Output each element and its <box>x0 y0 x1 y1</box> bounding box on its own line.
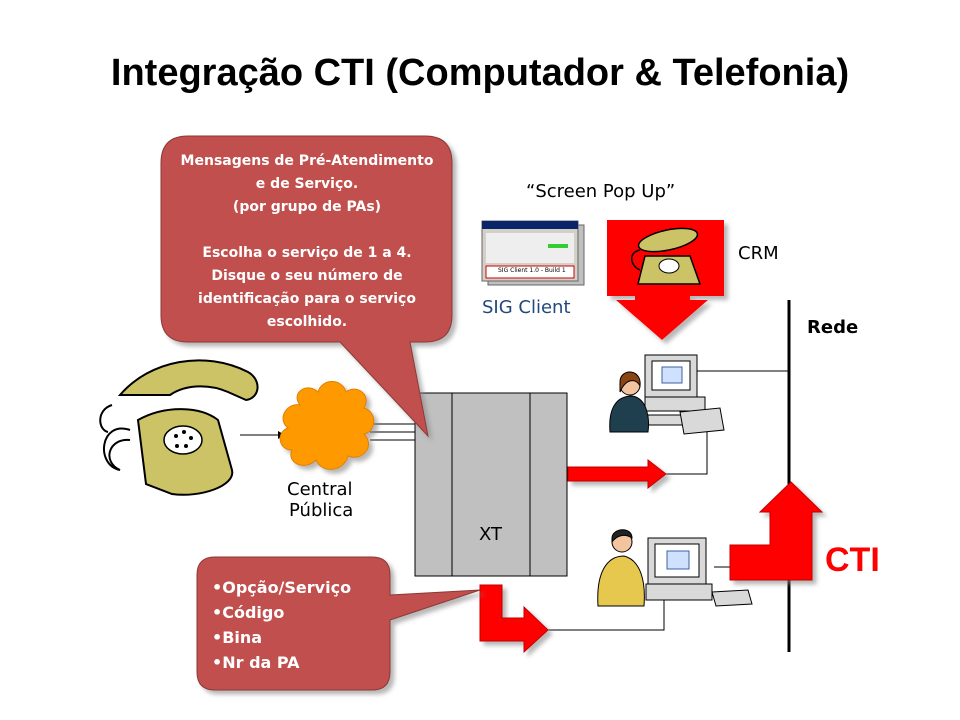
central-label-line2: Pública <box>289 500 354 521</box>
callout-line: Mensagens de Pré-Atendimento <box>180 153 434 169</box>
callout-line <box>168 219 446 242</box>
list-item: •Bina <box>212 628 263 647</box>
bottom-callout-list: •Opção/Serviço •Código •Bina •Nr da PA <box>212 575 382 675</box>
callout-line: identificação para o serviço <box>198 291 416 307</box>
callout-line: escolhido. <box>266 314 348 330</box>
callout-line: (por grupo de PAs) <box>232 199 382 215</box>
xt-label: XT <box>479 524 503 545</box>
cti-arrow-icon <box>729 481 824 581</box>
top-callout-text: Mensagens de Pré-Atendimento e de Serviç… <box>168 150 446 334</box>
arrow-to-upper-agent-icon <box>567 458 667 490</box>
connector-line <box>548 596 665 631</box>
callout-line: Disque o seu número de <box>211 268 403 284</box>
cloud-icon <box>279 381 375 470</box>
bottom-callout-balloon <box>196 556 481 691</box>
sig-window-banner: SIG Client 1.0 - Build 1 <box>498 267 566 274</box>
slide-title: Integração CTI (Computador & Telefonia) <box>110 52 850 94</box>
upper-agent-workstation-icon <box>609 354 725 435</box>
xt-switch <box>414 392 568 577</box>
connector-line <box>666 430 708 475</box>
cti-label: CTI <box>825 541 880 579</box>
telephone-icon <box>99 359 259 496</box>
crm-label: CRM <box>738 243 779 264</box>
trunk-lines <box>370 423 415 441</box>
list-item: •Opção/Serviço <box>212 578 352 597</box>
crm-phone-icon <box>631 227 702 285</box>
callout-line: e de Serviço. <box>255 176 359 192</box>
list-item: •Código <box>212 603 285 622</box>
top-callout-balloon <box>160 135 453 438</box>
list-item: •Nr da PA <box>212 653 300 672</box>
lower-agent-workstation-icon <box>597 529 753 607</box>
callout-line: Escolha o serviço de 1 a 4. <box>202 245 412 261</box>
rede-label: Rede <box>807 317 859 338</box>
sig-client-label: SIG Client <box>482 297 571 318</box>
sig-client-window <box>481 220 585 286</box>
central-label-line1: Central <box>287 479 353 500</box>
screen-pop-label: “Screen Pop Up” <box>526 181 676 202</box>
arrow-to-lower-agent-icon <box>479 584 549 654</box>
